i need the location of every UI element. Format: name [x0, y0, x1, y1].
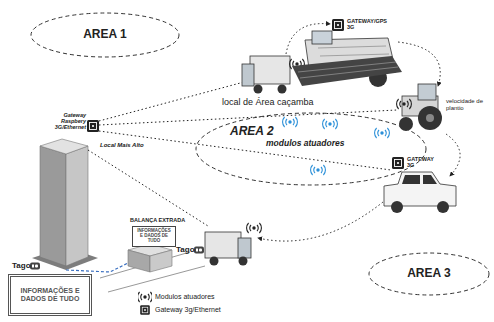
gateway-label: Gateway Raspbery 3G/Ethernet — [52, 112, 86, 130]
pickup-truck — [392, 157, 404, 169]
text-anchor: modulos atuadores — [266, 139, 344, 148]
truck-bottom — [239, 257, 248, 266]
scale-label: BALANÇA EXTRADA — [130, 217, 185, 223]
combine-harvester — [292, 19, 402, 87]
tower-building — [66, 146, 88, 266]
tag-label: Tago — [12, 262, 31, 271]
radio-links — [88, 150, 208, 226]
label-anchor: local de Área caçamba — [222, 98, 314, 108]
truck-bottom — [205, 223, 261, 266]
legend-text: Modulos atuadores — [155, 293, 215, 301]
area-ellipse: AREA 2modulos atuadores — [195, 112, 427, 186]
label-anchor: Local Mais Alto — [100, 142, 144, 149]
dump-truck-top — [242, 64, 254, 86]
truck-bottom — [205, 232, 241, 258]
actuator-modules — [323, 119, 338, 129]
node-title: AREA 3 — [407, 267, 451, 280]
legend-symbol — [140, 305, 150, 315]
label-anchor: Tago — [12, 262, 31, 271]
combine-harvester — [318, 46, 389, 56]
radio-links — [88, 24, 460, 241]
node-title: AREA 2 — [230, 125, 274, 138]
label-anchor: GATEWAY 3G — [407, 156, 437, 168]
label-anchor: velocidade de plantio — [446, 98, 490, 111]
radio-links — [99, 110, 397, 125]
tractor — [418, 84, 436, 100]
actuator-modules — [283, 117, 298, 127]
area-ellipse: AREA 1 — [30, 12, 180, 58]
area-outline-ellipse — [31, 13, 179, 57]
dump-truck-top — [254, 85, 263, 94]
text-anchor: AREA 3 — [407, 267, 451, 280]
combine-harvester — [312, 31, 332, 44]
node-title: AREA 1 — [83, 28, 127, 41]
area-ellipse: AREA 3 — [368, 252, 490, 296]
combine-harvester — [332, 19, 344, 31]
actuator-modules — [375, 128, 390, 138]
pickup-truck — [437, 201, 449, 213]
tower-building — [40, 146, 66, 266]
legend-icon — [138, 291, 152, 303]
node-title: INFORMAÇÕES E DADOS DE TUDO — [136, 229, 172, 244]
combine-harvester — [292, 56, 402, 86]
label-anchor: BALANÇA EXTRADA — [130, 217, 185, 223]
device-label: velocidade de plantio — [446, 98, 490, 111]
tower-building — [32, 139, 98, 270]
label-anchor: Tago — [176, 246, 195, 255]
combine-harvester — [298, 62, 398, 78]
area-outline-ellipse — [369, 253, 489, 295]
node-title: INFORMAÇÕES E DADOS DE TUDO — [14, 287, 86, 302]
place-label: local de Área caçamba — [222, 98, 314, 108]
cable-line — [66, 262, 130, 272]
tower-building — [40, 139, 88, 154]
dump-truck-top — [242, 56, 304, 94]
tag-label: Tago — [176, 246, 195, 255]
label-anchor: Gateway Raspbery 3G/Ethernet — [52, 112, 86, 130]
radio-links — [398, 42, 440, 86]
truck-bottom — [238, 238, 251, 258]
label-anchor: GATEWAY/GPS 3G — [347, 18, 393, 30]
radio-links — [258, 202, 383, 241]
tag-icon — [194, 247, 204, 254]
tractor — [418, 106, 442, 130]
area-outline — [195, 112, 427, 186]
pickup-truck — [384, 157, 456, 213]
legend-symbol — [138, 292, 152, 302]
radio-links — [446, 134, 460, 176]
legend-row: Modulos atuadores — [138, 291, 215, 303]
pickup-truck — [391, 201, 403, 213]
device-label: GATEWAY/GPS 3G — [347, 18, 393, 30]
area-outline-ellipse — [196, 113, 426, 185]
scale-building — [128, 244, 172, 272]
tractor — [397, 84, 442, 131]
legend-icon — [138, 304, 152, 316]
pickup-truck — [423, 175, 437, 184]
text-anchor: AREA 1 — [83, 28, 127, 41]
dump-truck-top — [278, 85, 287, 94]
legend-row: Gateway 3g/Ethernet — [138, 304, 221, 316]
text-anchor: INFORMAÇÕES E DADOS DE TUDO — [136, 229, 172, 244]
node-subtitle: modulos atuadores — [266, 139, 344, 148]
truck-bottom — [210, 257, 219, 266]
tower-gateway-icon — [87, 120, 99, 132]
text-anchor: AREA 2 — [230, 125, 274, 138]
scale-screen: INFORMAÇÕES E DADOS DE TUDO — [132, 226, 176, 247]
legend-text: Gateway 3g/Ethernet — [155, 306, 221, 314]
pickup-truck — [384, 172, 456, 206]
tag-icon — [30, 263, 40, 270]
device-label: GATEWAY 3G — [407, 156, 437, 168]
info-box: INFORMAÇÕES E DADOS DE TUDO — [8, 274, 92, 316]
scale-building — [128, 250, 150, 272]
truck-bottom — [247, 223, 262, 233]
pickup-truck — [402, 175, 420, 184]
tractor — [426, 114, 434, 122]
actuator-modules — [311, 165, 326, 175]
scale-building — [150, 250, 172, 272]
text-anchor: INFORMAÇÕES E DADOS DE TUDO — [14, 287, 86, 302]
tractor — [397, 99, 412, 109]
dump-truck-top — [250, 56, 290, 84]
place-label: Local Mais Alto — [100, 142, 144, 149]
